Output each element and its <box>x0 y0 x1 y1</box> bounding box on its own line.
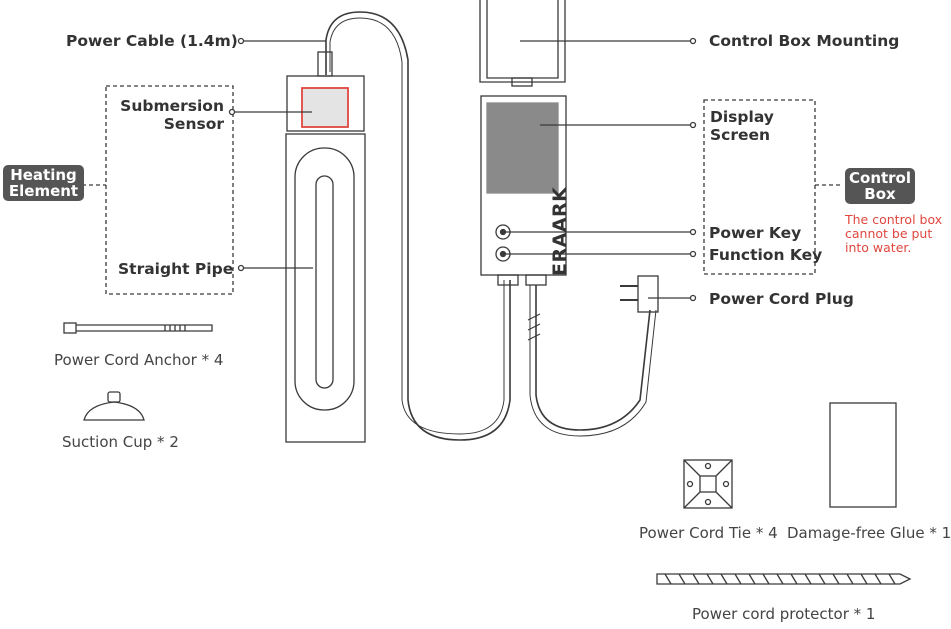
label-protector: Power cord protector * 1 <box>692 605 876 623</box>
label-submersion-1: Submersion <box>120 97 224 115</box>
cord-tie-icon <box>683 459 733 509</box>
label-suction-cup: Suction Cup * 2 <box>62 433 179 451</box>
control-box-body <box>480 95 567 276</box>
power-cable-inner <box>329 17 505 435</box>
label-control-box-mounting: Control Box Mounting <box>709 32 900 50</box>
warning-line-1: The control box <box>845 212 943 227</box>
label-cord-tie: Power Cord Tie * 4 <box>639 524 778 542</box>
label-power-key: Power Key <box>709 224 802 242</box>
display-screen-rect <box>486 102 559 194</box>
heating-element-group <box>105 85 234 295</box>
label-display-2: Screen <box>710 126 771 144</box>
label-submersion-2: Sensor <box>163 115 224 133</box>
protector-icon <box>656 573 912 585</box>
tag-heating-2: Element <box>8 182 79 200</box>
power-cord <box>535 285 651 431</box>
tag-control-box: Control Box <box>845 168 915 204</box>
submersion-sensor-box <box>301 87 349 128</box>
label-power-cord-plug: Power Cord Plug <box>709 290 854 308</box>
warning-line-2: cannot be put <box>845 226 933 241</box>
warning-line-3: into water. <box>845 240 912 255</box>
power-cable <box>325 11 511 441</box>
control-box-group <box>703 99 816 275</box>
heater-pipe-outer <box>294 147 355 411</box>
power-cord-plug <box>637 275 659 313</box>
glue-pad-icon <box>829 402 897 508</box>
tag-heating-1: Heating <box>10 166 77 184</box>
label-function-key: Function Key <box>709 246 823 264</box>
heater-top-cap <box>286 75 365 132</box>
heater-pipe-inner <box>315 175 334 389</box>
anchor-icon <box>63 322 77 334</box>
brand-logo: ERAARK <box>549 186 571 276</box>
label-power-cable: Power Cable (1.4m) <box>66 32 238 50</box>
label-anchor: Power Cord Anchor * 4 <box>54 351 224 369</box>
label-glue: Damage-free Glue * 1 <box>787 524 951 542</box>
tag-control-2: Box <box>864 185 896 203</box>
tag-heating-element: Heating Element <box>3 165 84 201</box>
suction-cup-icon <box>83 401 145 421</box>
heater-body <box>285 133 366 443</box>
label-straight-pipe: Straight Pipe <box>118 260 234 278</box>
tag-control-1: Control <box>849 169 912 187</box>
label-display-1: Display <box>710 108 774 126</box>
